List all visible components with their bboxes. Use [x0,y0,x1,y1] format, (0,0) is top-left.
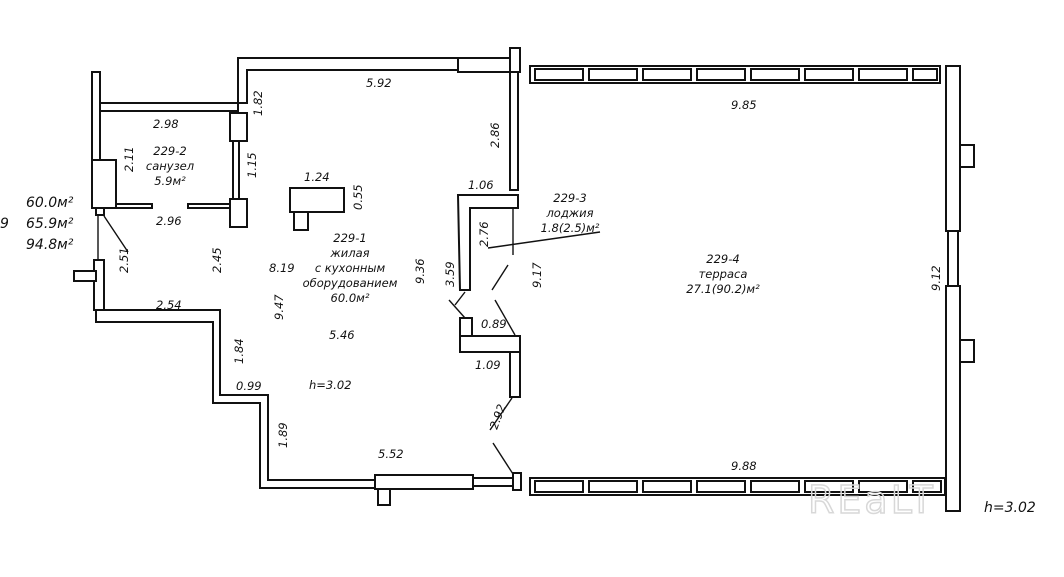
leader [491,264,509,291]
dim: 8.19 [269,261,295,275]
left-wall-lower [93,259,105,311]
dim: 2.98 [153,117,179,131]
terrace-fence-top [529,65,941,84]
terrace-right-wall [945,65,975,512]
dim: 9.12 [929,265,943,291]
dim: 2.45 [210,247,224,273]
dim: 3.59 [443,261,457,287]
dim: 2.96 [156,214,182,228]
bath-partition-left [115,203,153,209]
dimensions: 5.92 1.82 2.98 2.11 1.15 1.24 0.55 2.96 … [117,76,943,473]
terrace-code: 229-4 [706,252,739,266]
loggia-code: 229-3 [553,191,586,205]
dim: 2.51 [117,247,131,273]
terrace-area: 27.1(90.2)м² [686,282,760,296]
bath-block [91,159,117,209]
bath-code: 229-2 [153,144,186,158]
loggia-name: лоджия [545,206,593,220]
kitchen-island [289,187,345,213]
right-window-lower [509,351,521,398]
room-labels: 229-2 санузел 5.9м² 229-1 жилая с кухонн… [146,144,760,305]
leader [492,442,514,475]
totals: 9 60.0м² 65.9м² 94.8м² [0,195,74,253]
dim: 2.76 [477,221,491,247]
bath-area: 5.9м² [154,174,186,188]
watermark-logo: REaLT [808,478,936,522]
dim: 9.85 [731,98,757,112]
corner-post [512,472,522,491]
left-stub [73,270,97,282]
dim: 5.92 [366,76,392,90]
terrace-name: терраса [699,267,748,281]
leader [494,299,516,336]
top-wall [99,57,519,112]
leader [448,299,466,319]
dim: 1.06 [468,178,494,192]
bath-wall-bottom [229,198,248,228]
dim: 0.55 [351,184,365,210]
living-name-2: с кухонным [315,261,386,275]
dim: 1.89 [276,422,290,448]
leader [489,397,513,431]
right-window-upper [509,71,519,191]
dim: 2.54 [156,298,182,312]
dim: 5.46 [329,328,355,342]
total-prefix: 9 [0,216,9,232]
corner-post-top [509,47,521,73]
loggia-area: 1.8(2.5)м² [541,221,600,235]
dim: 9.17 [530,262,544,288]
lower-block [459,335,521,353]
bath-partition-right [187,203,231,209]
living-code: 229-1 [333,231,366,245]
bath-wall-mid [232,140,240,202]
dim: 1.09 [475,358,501,372]
left-wall-upper [91,71,101,161]
walls [73,47,975,512]
dim: 1.15 [245,152,259,178]
bottom-window [472,477,516,487]
loggia-wall [456,194,519,291]
living-area: 60.0м² [331,291,370,305]
pipe [95,207,105,216]
dim: 9.36 [413,258,427,284]
sink [293,211,309,231]
dim: 9.47 [272,294,286,320]
leader [103,215,129,253]
dim: 5.52 [378,447,404,461]
living-name-3: оборудованием [303,276,398,290]
total-c: 94.8м² [26,237,74,253]
terrace-height: h=3.02 [984,500,1036,516]
dim: 2.92 [487,402,509,431]
dim: 1.24 [304,170,330,184]
bottom-wall-column [374,474,474,490]
dim: 2.11 [122,146,136,172]
living-name: жилая [329,246,369,260]
leader [454,291,466,306]
leader [487,231,601,249]
dim: 9.88 [731,459,757,473]
living-height: h=3.02 [309,378,352,392]
dim: 1.84 [232,338,246,364]
dim: 0.89 [481,317,507,331]
total-b: 65.9м² [26,216,74,232]
total-a: 60.0м² [26,195,74,211]
dim: 2.86 [488,122,502,148]
bottom-stub [377,488,391,506]
bath-name: санузел [146,159,195,173]
lower-stub [459,317,473,337]
bath-wall-top [229,112,248,142]
dim: 1.82 [251,90,265,116]
dim: 0.99 [236,379,262,393]
